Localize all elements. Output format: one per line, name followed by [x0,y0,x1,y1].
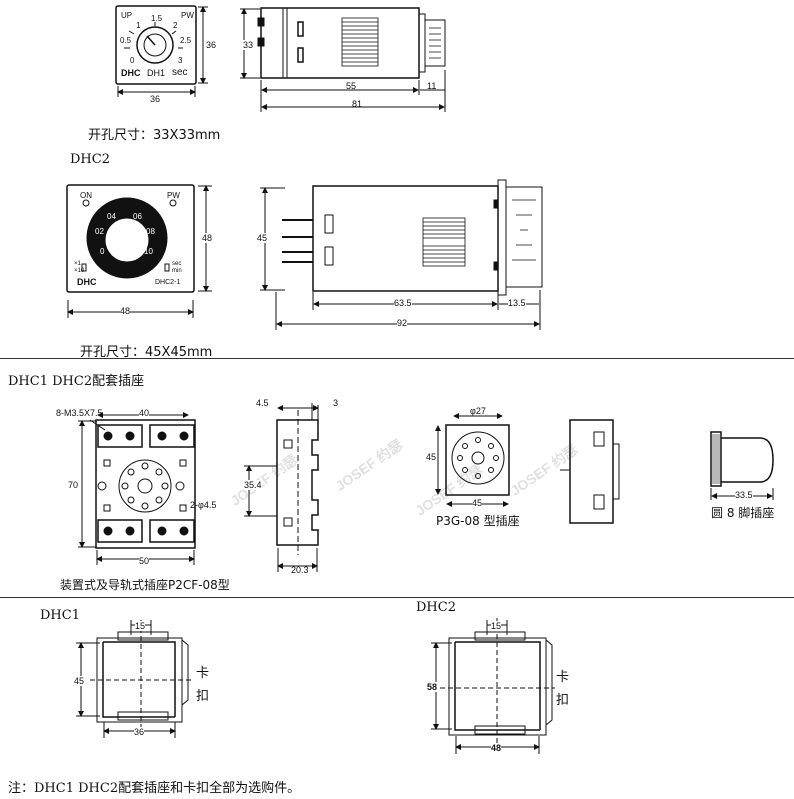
socket-p2cf-front [95,419,196,549]
dim-side-height: 35.4 [244,480,262,490]
clip2-label-ka: 卡 [556,670,570,685]
dial-tick: 0 [100,247,105,256]
dim-round8-width: 33.5 [735,490,753,500]
dhc1-front-view [115,5,197,85]
socket-p2cf-side [244,403,319,572]
label-pw: PW [167,191,180,200]
unit-label: sec [172,67,188,78]
dim-clip1-top: 15 [135,621,146,631]
clip-dhc2 [431,618,555,754]
section-title-sockets: DHC1 DHC2配套插座 [8,374,145,389]
dim-screw-spec: 8-M3.5X7.5 [56,408,103,418]
dial-label-0: 0 [130,56,135,65]
socket-round8 [710,431,774,500]
dim-socket-hole: 2-φ4.5 [190,500,217,510]
dhc1-front-dim [117,6,208,97]
dim-dhc2-width: 48 [120,306,131,316]
dim-side-depth: 20.3 [291,565,309,575]
clip-title-dhc1: DHC1 [40,608,80,623]
clip1-label-kou: 扣 [196,689,210,704]
socket-p3g-front [435,413,510,507]
dial-label-3: 3 [178,56,183,65]
dial-tick: 02 [95,227,104,236]
dim-dhc2-total: 92 [397,318,408,328]
label-x10: ×10 [74,268,85,274]
dim-clip2-width: 48 [491,743,502,753]
dial-label-0-5: 0.5 [120,36,132,45]
label-on: ON [80,191,92,200]
model-label-dhc2: DHC2-1 [155,279,181,286]
section-divider [0,597,794,598]
dim-dhc2-side-height: 45 [257,233,268,243]
dhc1-side-dims [240,8,446,112]
dial-label-1: 1 [136,21,141,30]
dial-label-up: UP [121,11,133,20]
dim-clip1-width: 36 [134,727,145,737]
model-label: DH1 [147,68,166,78]
dim-clip2-height: 58 [427,682,438,692]
dim-side-w2: 3 [333,398,339,408]
dial-label-2-5: 2.5 [180,36,192,45]
clip1-label-ka: 卡 [196,666,210,681]
socket-p2cf-caption: 装置式及导轨式插座P2CF-08型 [60,578,230,592]
label-min: min [172,268,182,274]
dial-label-1-5: 1.5 [151,14,163,23]
section-title-dhc2: DHC2 [70,152,110,167]
dim-p3g-dia: φ27 [470,406,486,416]
dim-dhc2-height: 48 [202,233,213,243]
dim-dhc2-body: 63.5 [394,298,412,308]
dhc2-front-view [66,184,195,293]
socket-round8-caption: 圆 8 脚插座 [711,506,775,520]
dim-dhc1-side-height: 33 [243,40,254,50]
brand-logo-dhc1: DHC [121,68,141,78]
dim-p3g-height: 45 [426,452,437,462]
dial-label-pw: PW [181,11,194,20]
dim-socket-top-width: 40 [139,408,150,418]
dial-tick: 06 [133,212,142,221]
clip-dhc1 [76,620,192,738]
label-sec: sec [172,261,182,267]
dim-dhc1-total: 81 [352,99,363,109]
dim-dhc1-tail: 11 [427,81,437,91]
dial-tick: 04 [107,212,116,221]
dim-clip2-top: 15 [491,621,502,631]
dial-label-2: 2 [173,21,178,30]
socket-p3g-caption: P3G-08 型插座 [436,514,520,528]
dim-dhc2-tail: 13.5 [508,298,526,308]
footnote: 注：DHC1 DHC2配套插座和卡扣全部为选购件。 [8,781,301,796]
dim-socket-bottom-width: 50 [139,556,150,566]
dial-tick: 08 [146,227,155,236]
section-divider [0,358,794,359]
dhc1-side-view [257,7,446,79]
cutout-label-dhc2: 开孔尺寸：45X45mm [80,345,213,360]
dhc2-side-view [282,179,543,296]
dim-dhc1-body: 55 [346,81,357,91]
dial-tick: 10 [144,247,153,256]
dim-dhc1-width: 36 [150,94,161,104]
clip2-label-kou: 扣 [556,693,570,708]
clip-title-dhc2: DHC2 [416,600,456,615]
dim-p3g-width: 45 [472,498,483,508]
socket-p3g-side [560,419,620,524]
dim-dhc1-height: 36 [206,40,217,50]
cutout-label-dhc1: 开孔尺寸：33X33mm [88,128,221,143]
brand-logo-dhc2: DHC [77,277,97,287]
dim-clip1-height: 45 [74,676,85,686]
label-x1: ×1 [74,261,81,267]
dim-side-w1: 4.5 [256,398,269,408]
dim-socket-height: 70 [68,480,79,490]
